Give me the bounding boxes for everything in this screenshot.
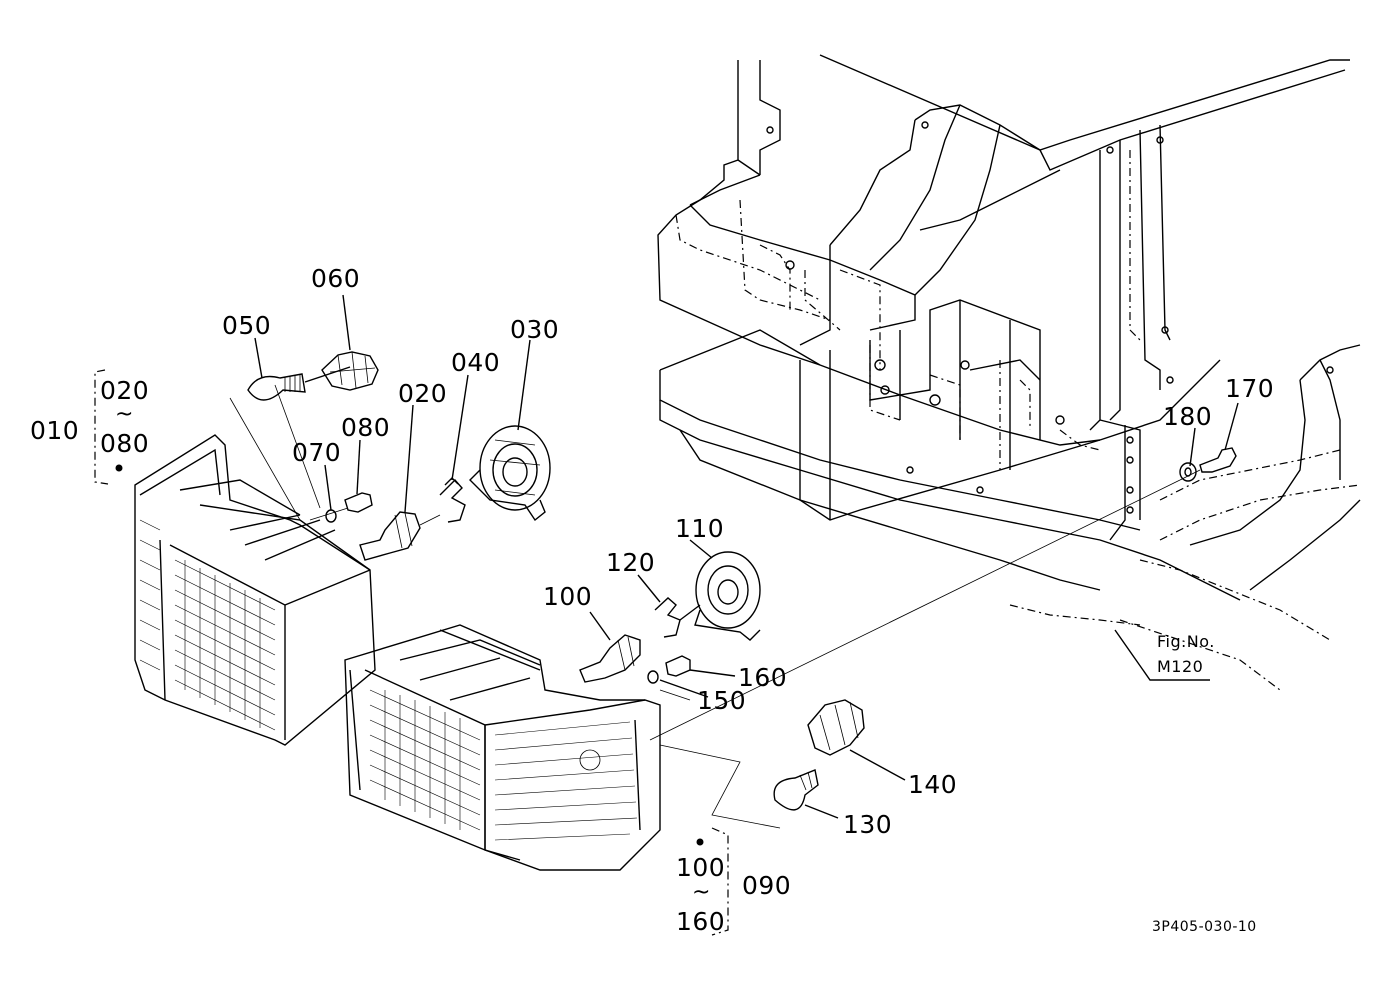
label-150: 150: [697, 686, 747, 715]
label-090: 090: [742, 871, 792, 900]
label-170: 170: [1225, 374, 1275, 403]
label-100: 100: [543, 582, 593, 611]
hood-frame-drawing: [657, 54, 1361, 691]
label-020-range-top: 020: [100, 376, 150, 405]
label-130: 130: [843, 810, 893, 839]
socket-140: [807, 699, 865, 756]
label-040: 040: [451, 348, 501, 377]
washer-180: [1179, 462, 1197, 482]
reflector-030: [469, 425, 551, 522]
label-020: 020: [398, 379, 448, 408]
leaders-050-070: [229, 384, 349, 521]
leader-lines: [649, 469, 1201, 829]
lamp-assembly-left: [115, 434, 376, 746]
label-160-range-bottom: 160: [676, 907, 726, 936]
socket-060: [304, 351, 379, 391]
label-110: 110: [675, 514, 725, 543]
bulb-160: [665, 655, 691, 677]
bulb-080: [344, 492, 373, 513]
range-tilde-right: ~: [692, 880, 711, 905]
o-ring-150: [647, 670, 659, 684]
label-180: 180: [1163, 402, 1213, 431]
label-leaders: [94, 294, 1239, 936]
fig-ref-line1: Fig.No.: [1157, 632, 1215, 651]
bulb-050: [247, 373, 306, 401]
label-120: 120: [606, 548, 656, 577]
label-160: 160: [738, 663, 788, 692]
clip-120: [654, 597, 681, 638]
bulb-130: [773, 769, 819, 811]
bulb-020: [359, 511, 441, 561]
label-010: 010: [30, 416, 80, 445]
bolt-170: [1199, 447, 1237, 473]
bulb-100: [579, 634, 641, 683]
label-080-range-bottom: 080: [100, 429, 150, 458]
label-030: 030: [510, 315, 560, 344]
label-070: 070: [292, 438, 342, 467]
label-060: 060: [311, 264, 361, 293]
lamp-assembly-right: [344, 624, 704, 871]
drawing-code: 3P405-030-10: [1152, 919, 1257, 935]
label-050: 050: [222, 311, 272, 340]
o-ring-070: [325, 509, 337, 523]
reflector-110: [679, 551, 761, 641]
label-140: 140: [908, 770, 958, 799]
clip-040: [439, 477, 466, 523]
fig-ref-line2: M120: [1157, 657, 1204, 676]
label-080: 080: [341, 413, 391, 442]
range-tilde-left: ~: [115, 402, 134, 427]
label-100-range-top: 100: [676, 853, 726, 882]
